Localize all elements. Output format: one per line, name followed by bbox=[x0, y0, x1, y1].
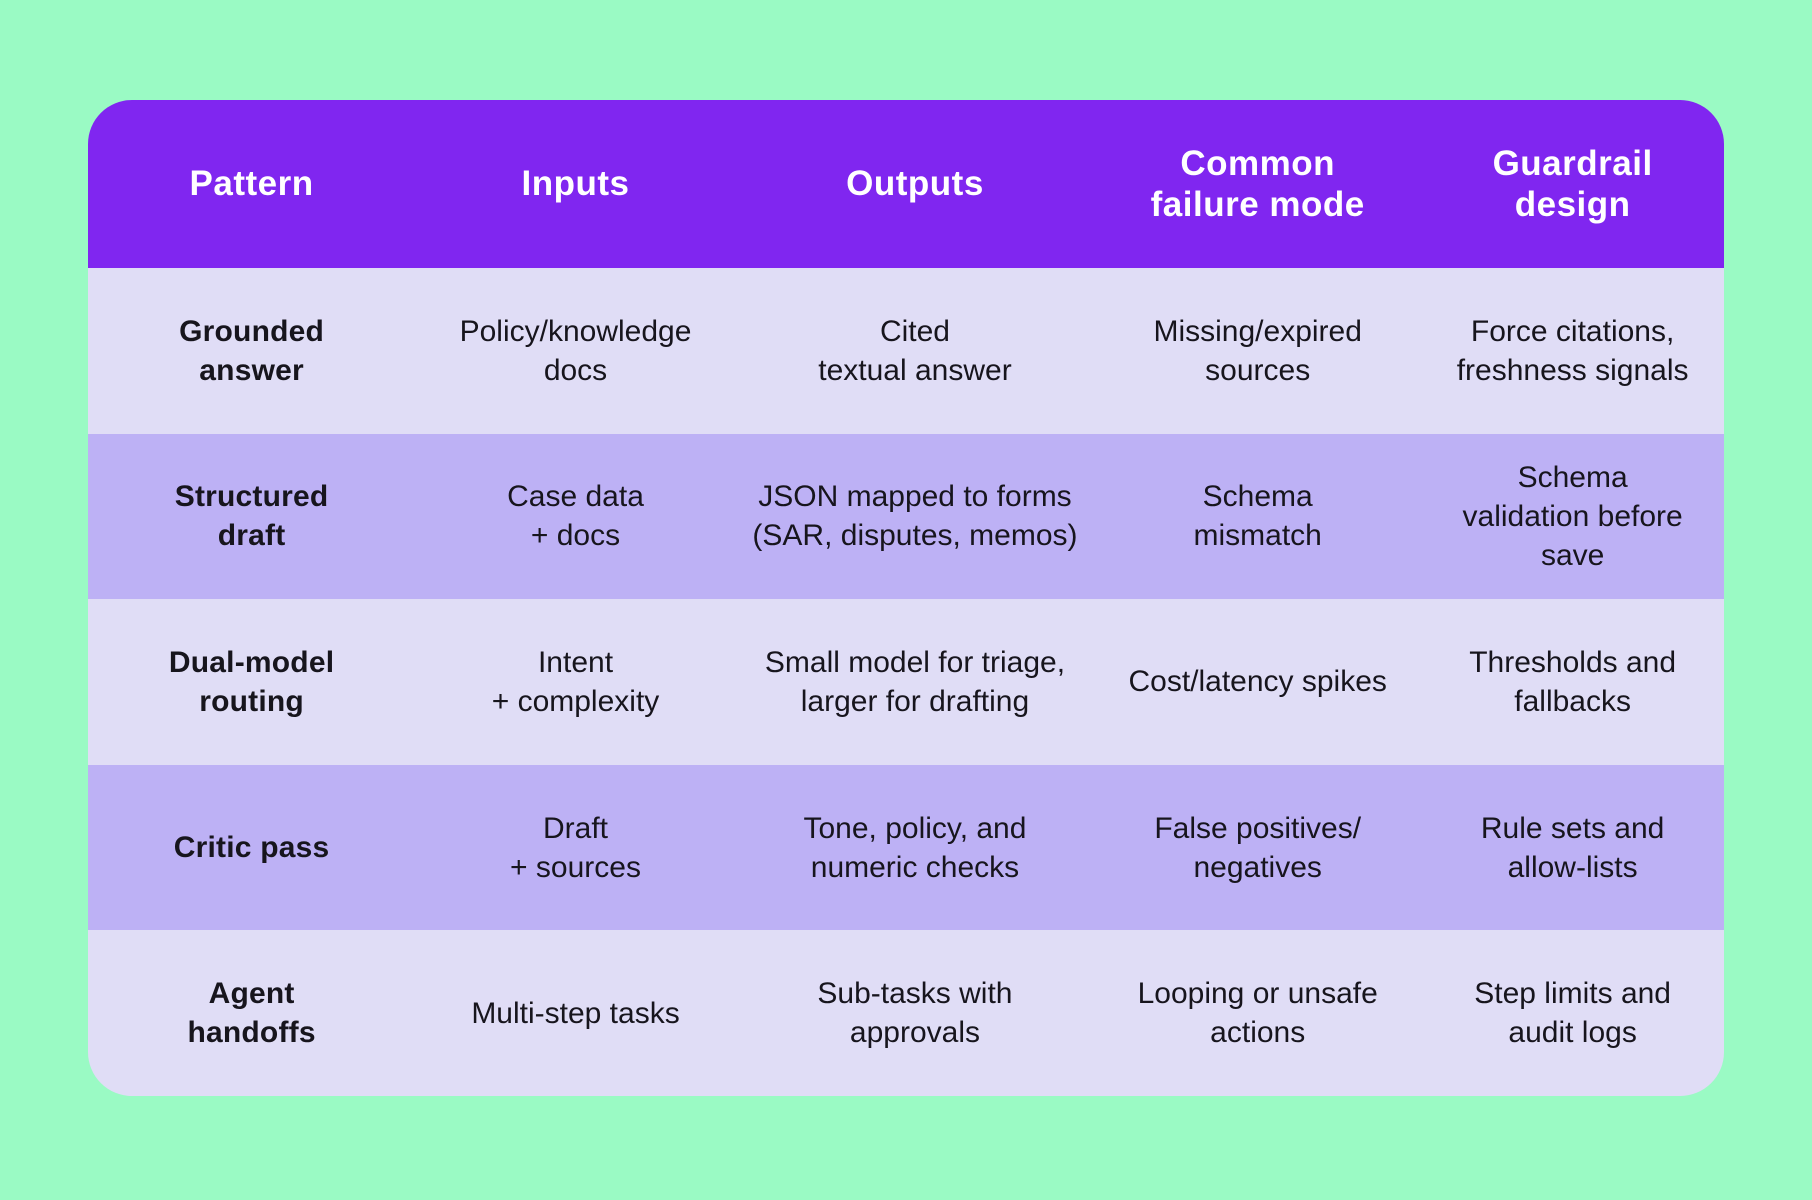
cell-inputs: Case data + docs bbox=[507, 480, 644, 553]
cell-guardrail: Step limits and audit logs bbox=[1474, 977, 1671, 1050]
cell-outputs: Sub-tasks with approvals bbox=[817, 977, 1013, 1050]
patterns-table-card: Pattern Inputs Outputs Common failure mo… bbox=[88, 100, 1724, 1096]
table-row-critic-pass: Critic pass Draft + sources Tone, policy… bbox=[88, 764, 1724, 931]
cell-guardrail: Rule sets and allow-lists bbox=[1480, 811, 1665, 884]
table-row-dual-model-routing: Dual-model routing Intent + complexity S… bbox=[88, 599, 1724, 765]
cell-guardrail: Thresholds and fallbacks bbox=[1469, 645, 1677, 718]
cell-failure-mode: Schema mismatch bbox=[1193, 480, 1322, 553]
table-header-row: Pattern Inputs Outputs Common failure mo… bbox=[88, 100, 1724, 268]
cell-outputs: Tone, policy, and numeric checks bbox=[803, 811, 1027, 884]
cell-failure-mode: Looping or unsafe actions bbox=[1137, 977, 1378, 1050]
cell-inputs: Multi-step tasks bbox=[471, 996, 680, 1030]
table-row-structured-draft: Structured draft Case data + docs JSON m… bbox=[88, 433, 1724, 600]
cell-pattern: Structured draft bbox=[174, 480, 329, 553]
table-row-grounded-answer: Grounded answer Policy/knowledge docs Ci… bbox=[88, 268, 1724, 434]
cell-pattern: Grounded answer bbox=[179, 314, 325, 387]
column-header-inputs: Inputs bbox=[521, 164, 630, 204]
cell-outputs: Small model for triage, larger for draft… bbox=[764, 645, 1066, 718]
table-row-agent-handoffs: Agent handoffs Multi-step tasks Sub-task… bbox=[88, 930, 1724, 1096]
cell-pattern: Agent handoffs bbox=[187, 977, 316, 1050]
cell-failure-mode: False positives/ negatives bbox=[1154, 811, 1362, 884]
cell-inputs: Intent + complexity bbox=[491, 645, 660, 718]
cell-inputs: Draft + sources bbox=[510, 811, 641, 884]
cell-outputs: JSON mapped to forms (SAR, disputes, mem… bbox=[752, 480, 1078, 553]
cell-guardrail: Force citations, freshness signals bbox=[1456, 314, 1689, 387]
column-header-common-failure-mode: Common failure mode bbox=[1150, 143, 1365, 224]
cell-pattern: Critic pass bbox=[173, 831, 330, 865]
cell-outputs: Cited textual answer bbox=[818, 314, 1012, 387]
cell-failure-mode: Cost/latency spikes bbox=[1128, 665, 1387, 699]
cell-inputs: Policy/knowledge docs bbox=[459, 314, 692, 387]
cell-failure-mode: Missing/expired sources bbox=[1153, 314, 1362, 387]
cell-pattern: Dual-model routing bbox=[168, 645, 335, 718]
cell-guardrail: Schema validation before save bbox=[1462, 460, 1683, 572]
column-header-pattern: Pattern bbox=[189, 164, 314, 204]
column-header-guardrail-design: Guardrail design bbox=[1492, 143, 1653, 224]
column-header-outputs: Outputs bbox=[846, 164, 984, 204]
